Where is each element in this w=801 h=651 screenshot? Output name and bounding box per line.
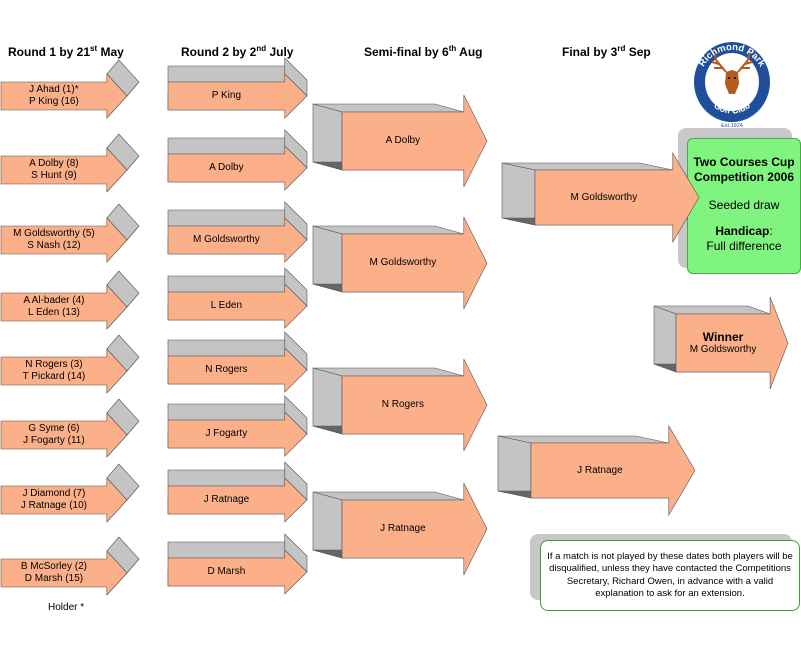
round2-match-2: [167, 129, 308, 191]
arrow-front-face: [167, 283, 308, 329]
round1-match-8-label: B McSorley (2)D Marsh (15): [20, 561, 87, 584]
competition-title: Two Courses Cup Competition 2006: [693, 155, 795, 184]
club-logo: Richmond Park Golf Club Est.1924: [694, 42, 770, 129]
final-1: [501, 151, 700, 244]
round1-match-3: [0, 203, 140, 263]
round2-match-3: [167, 201, 308, 263]
header-round1: Round 1 by 21st May: [8, 44, 124, 59]
arrow-front-face: [341, 216, 488, 310]
round1-match-5-label: N Rogers (3)T Pickard (14): [22, 359, 86, 382]
round2-match-8-label: D Marsh: [207, 566, 246, 577]
arrow-front-face: [167, 347, 308, 393]
arrow-back-face: [501, 162, 536, 226]
round2-match-6: [167, 395, 308, 457]
round2-match-7: [167, 461, 308, 523]
round1-match-6: [0, 398, 140, 458]
arrow-front-face: [0, 348, 128, 394]
arrow-front-face: [167, 145, 308, 191]
round2-match-4: [167, 267, 308, 329]
arrow-top-face: [167, 339, 286, 357]
competition-info-box: Two Courses Cup Competition 2006 Seeded …: [687, 138, 801, 274]
round2-match-5: [167, 331, 308, 393]
final-2: [497, 424, 696, 517]
arrow-top-face: [167, 275, 286, 293]
final-2-label: J Ratnage: [577, 464, 623, 476]
final-1-label: M Goldsworthy: [570, 191, 638, 203]
arrow-front-face: [0, 550, 128, 596]
logo-established: Est.1924: [721, 123, 743, 129]
arrow-top-face: [167, 403, 286, 421]
logo-name-bottom: Golf Club: [712, 100, 752, 116]
seeded-draw-text: Seeded draw: [708, 198, 780, 212]
round2-match-6-label: J Fogarty: [205, 428, 248, 439]
arrow-top-face: [167, 209, 286, 227]
round1-match-7-label: J Diamond (7)J Ratnage (10): [20, 488, 87, 511]
round1-match-4: [0, 270, 140, 330]
arrow-front-face: [341, 94, 488, 188]
arrow-front-face: [675, 296, 789, 390]
round2-match-7-label: J Ratnage: [203, 494, 250, 505]
round2-match-3-label: M Goldsworthy: [193, 234, 260, 245]
arrow-back-face: [312, 367, 343, 435]
arrow-back-face: [312, 103, 343, 171]
round1-match-7: [0, 463, 140, 523]
round2-match-4-label: L Eden: [210, 300, 243, 311]
round1-match-1: [0, 59, 140, 119]
header-round2: Round 2 by 2nd July: [181, 44, 294, 59]
semifinal-1: [312, 94, 488, 188]
semifinal-3: [312, 358, 488, 452]
arrow-front-face: [167, 411, 308, 457]
round1-match-1-label: J Ahad (1)*P King (16): [28, 84, 79, 107]
round2-match-1: [167, 57, 308, 119]
round1-match-3-label: M Goldsworthy (5)S Nash (12): [13, 228, 95, 251]
arrow-top-face: [167, 469, 286, 487]
round2-match-2-label: A Dolby: [209, 162, 244, 173]
semifinal-4-label: J Ratnage: [380, 523, 426, 534]
round1-match-6-label: G Syme (6)J Fogarty (11): [23, 423, 85, 446]
arrow-front-face: [0, 477, 128, 523]
semifinal-2-label: M Goldsworthy: [369, 257, 437, 268]
arrow-front-face: [0, 217, 128, 263]
arrow-back-face: [497, 435, 532, 499]
semifinal-3-label: N Rogers: [381, 399, 425, 410]
arrow-front-face: [530, 424, 696, 517]
arrow-front-face: [167, 549, 308, 595]
round2-match-8: [167, 533, 308, 595]
arrow-front-face: [534, 151, 700, 244]
arrow-back-face: [312, 491, 343, 559]
semifinal-4: [312, 482, 488, 576]
round1-match-5: [0, 334, 140, 394]
arrow-front-face: [167, 217, 308, 263]
round1-match-2-label: A Dolby (8)S Hunt (9): [29, 158, 79, 181]
round2-match-5-label: N Rogers: [205, 364, 248, 375]
arrow-front-face: [167, 73, 308, 119]
arrow-back-face: [312, 225, 343, 293]
semifinal-1-label: A Dolby: [385, 135, 421, 146]
winner: [653, 296, 789, 390]
round2-match-1-label: P King: [211, 90, 242, 101]
semifinal-2: [312, 216, 488, 310]
arrow-front-face: [0, 412, 128, 458]
disqualification-note: If a match is not played by these dates …: [540, 540, 800, 611]
header-final: Final by 3rd Sep: [562, 44, 651, 59]
round1-match-4-label: A Al-bader (4)L Eden (13): [23, 295, 85, 318]
svg-text:Golf Club: Golf Club: [712, 100, 752, 116]
arrow-front-face: [167, 477, 308, 523]
arrow-front-face: [0, 73, 128, 119]
round1-match-8: [0, 536, 140, 596]
header-semifinal: Semi-final by 6th Aug: [364, 44, 483, 59]
arrow-top-face: [167, 137, 286, 155]
holder-note: Holder *: [48, 602, 85, 613]
arrow-front-face: [341, 482, 488, 576]
arrow-front-face: [0, 284, 128, 330]
round1-match-2: [0, 133, 140, 193]
arrow-top-face: [167, 541, 286, 559]
arrow-back-face: [653, 305, 677, 373]
handicap-text: Handicap: Full difference: [706, 224, 782, 253]
arrow-top-face: [167, 65, 286, 83]
arrow-front-face: [341, 358, 488, 452]
arrow-front-face: [0, 147, 128, 193]
stag-icon: [711, 51, 753, 94]
